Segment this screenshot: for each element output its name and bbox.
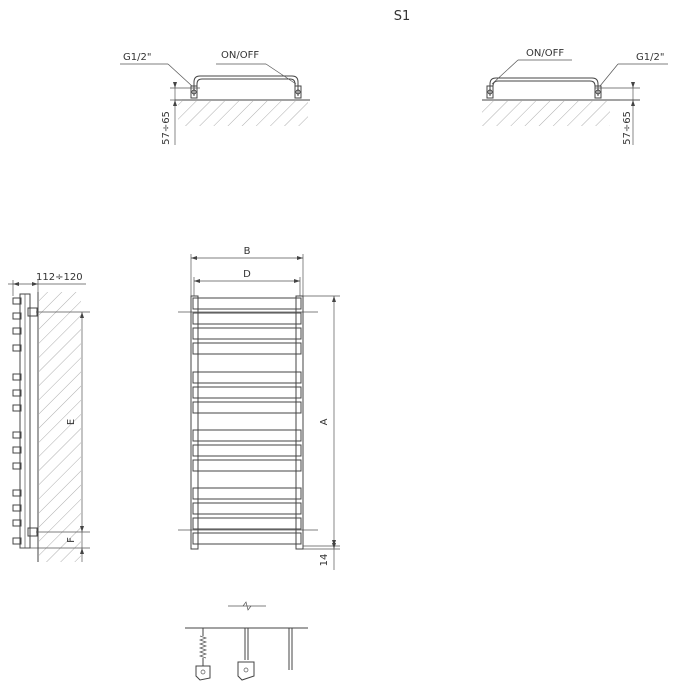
- diagram-title: S1: [394, 9, 411, 24]
- e-label: E: [66, 419, 77, 425]
- side-bar-ends: [12, 297, 22, 545]
- height-label-right: 57÷65: [622, 111, 633, 145]
- d-label: D: [243, 269, 251, 280]
- side-view: 112÷120 E F: [8, 272, 90, 562]
- wall-hatch-left: [178, 101, 308, 126]
- f-label: F: [66, 537, 77, 543]
- valve-label-right: ON/OFF: [526, 48, 564, 59]
- b-label: B: [244, 246, 251, 257]
- wall-hatch-side: [39, 292, 81, 562]
- right-rail: [295, 295, 304, 550]
- thread-label-left: G1/2": [123, 52, 151, 63]
- connection-detail-left: 57÷65 G1/2" ON/OFF: [120, 50, 310, 145]
- heating-element-detail: [185, 601, 308, 681]
- valve-label-left: ON/OFF: [221, 50, 259, 61]
- height-label-left: 57÷65: [161, 111, 172, 145]
- bottom-offset-label: 14: [319, 554, 330, 567]
- wall-hatch-right: [482, 101, 610, 126]
- left-rail: [190, 295, 199, 550]
- towel-bars: [192, 297, 302, 545]
- connection-detail-right: 57÷65 ON/OFF G1/2": [482, 48, 668, 145]
- front-view: B D A 14: [178, 246, 340, 570]
- wall-distance-label: 112÷120: [36, 272, 83, 283]
- a-label: A: [319, 418, 330, 425]
- thread-label-right: G1/2": [636, 52, 664, 63]
